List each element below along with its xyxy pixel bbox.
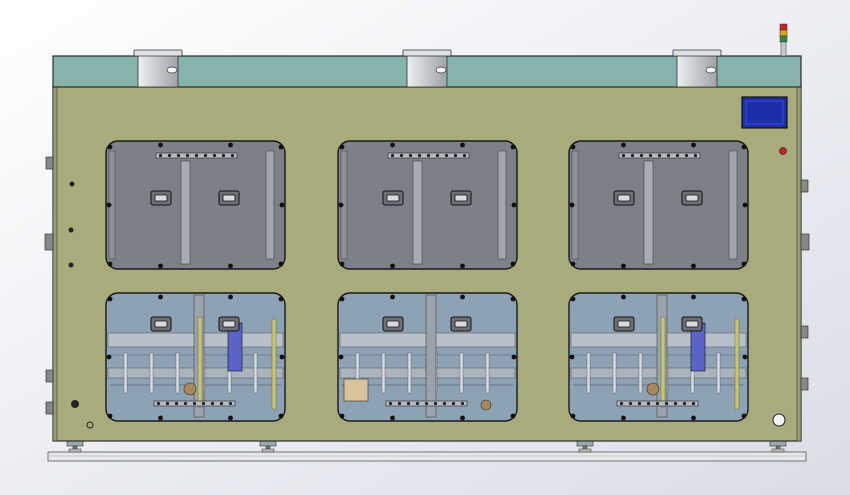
door-handle-icon[interactable] [218,316,240,332]
lower-window [337,292,518,422]
base-rail [47,451,807,462]
lower-window [105,292,286,422]
upper-window [105,140,286,270]
terminal-strip [618,152,701,159]
drain-port [772,413,786,427]
door-handle-icon[interactable] [382,190,404,206]
door-handle-icon[interactable] [450,316,472,332]
upper-window [337,140,518,270]
signal-tower-icon [779,23,788,57]
right-side-edge [796,84,802,442]
upper-window [568,140,749,270]
door-handle-icon[interactable] [382,316,404,332]
door-handle-icon[interactable] [681,190,703,206]
terminal-strip [616,400,699,407]
exhaust-duct [133,49,183,88]
door-handle-icon[interactable] [681,316,703,332]
exhaust-duct [672,49,722,88]
terminal-strip [385,400,468,407]
door-handle-icon[interactable] [150,190,172,206]
indicator-lamp-icon [779,147,787,155]
ground-terminal [86,421,94,429]
door-handle-icon[interactable] [218,190,240,206]
lower-window [568,292,749,422]
door-handle-icon[interactable] [613,316,635,332]
inspection-windows [105,140,749,422]
front-screws [68,181,79,408]
leveling-foot-icon [576,440,594,453]
right-hinges [800,179,810,391]
terminal-strip [387,152,470,159]
exhaust-duct [402,49,452,88]
door-handle-icon[interactable] [150,316,172,332]
terminal-strip [153,400,236,407]
door-handle-icon[interactable] [450,190,472,206]
terminal-strip [155,152,238,159]
left-hinges [44,156,54,415]
left-side-edge [52,84,58,442]
door-handle-icon[interactable] [613,190,635,206]
hmi-screen-icon[interactable] [741,96,788,129]
exhaust-ducts [133,49,722,88]
